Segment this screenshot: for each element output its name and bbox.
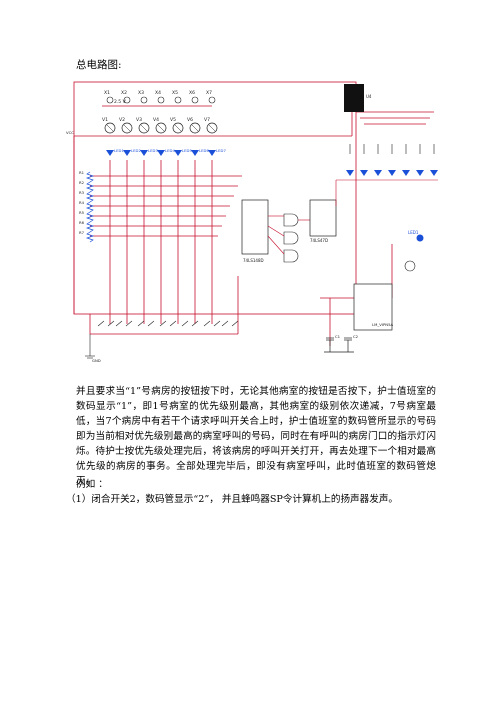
led-label-3: LED3 [148,148,158,153]
switch-label-x4: X4 [155,90,161,96]
switch-label-x5: X5 [172,90,178,96]
res-label-2: R2 [79,180,85,185]
led-label-7: LED7 [216,148,226,153]
lamp-label-v5: V5 [170,117,176,123]
led-label-1: LED1 [114,148,124,153]
res-label-7: R7 [79,230,85,235]
cap-label-2: C2 [353,334,359,339]
lamp-label-v2: V2 [119,117,125,123]
res-label-3: R3 [79,190,85,195]
led-label-6: LED6 [199,148,209,153]
switch-label-x7: X7 [206,90,212,96]
outer-wire-frame [73,81,357,315]
ground-label: GND [92,358,101,363]
chip-u2-label: 74LS47D [310,238,328,243]
lamp-label-v7: V7 [204,117,210,123]
circuit-schematic: X1 X2 X3 X4 X5 X6 X7 2.5 V V1 V2 V3 V4 V… [66,81,438,363]
figure-caption: 总电路图: [76,59,122,71]
buzzer: LED1 [404,230,424,272]
example-heading: 例如 ： [76,479,108,490]
lamp-label-v4: V4 [153,117,159,123]
chip-u2: 74LS47D [309,199,337,243]
lamp-label-v1: V1 [102,117,108,123]
chip-u1-label: 74LS148D [243,258,264,263]
supply-label: 2.5 V [114,99,127,105]
led-label-5: LED5 [182,148,192,153]
switch-label-x2: X2 [121,90,127,96]
seven-segment-display: U4 [344,84,372,112]
switch-label-x1: X1 [104,90,110,96]
res-label-5: R5 [79,210,85,215]
led-label-4: LED4 [165,148,175,153]
lamp-label-v3: V3 [136,117,142,123]
buzzer-label: LED1 [408,230,419,235]
cap-label-1: C1 [335,334,341,339]
chip-u3: LM_VIPN5A [353,283,394,331]
res-label-1: R1 [79,170,85,175]
switch-label-x6: X6 [189,90,195,96]
led-label-2: LED2 [131,148,141,153]
switch-label-x3: X3 [138,90,144,96]
chip-u3-label: LM_VIPN5A [372,322,394,327]
chip-u1: 74LS148D [241,199,269,263]
display-label: U4 [366,94,372,99]
lamp-label-v6: V6 [187,117,193,123]
description-paragraph: 并且要求当“1”号病房的按钮按下时，无论其他病室的按钮是否按下，护士值班室的数码… [76,386,436,487]
res-label-6: R6 [79,220,85,225]
res-label-4: R4 [79,200,85,205]
example-item-1: （1）闭合开关2，数码管显示“2”， 并且蜂鸣器SP令计算机上的扬声器发声。 [66,494,399,505]
vcc-label: VCC [66,130,74,135]
